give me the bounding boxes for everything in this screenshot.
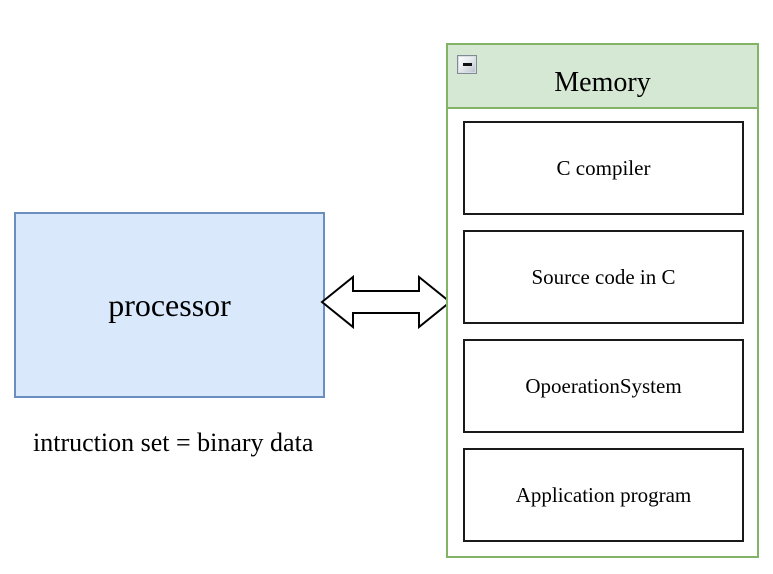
processor-box: processor (14, 212, 325, 398)
memory-title: Memory (554, 67, 651, 98)
memory-block-label: Application program (515, 482, 692, 507)
memory-block-operation-system: OpoerationSystem (463, 339, 744, 433)
memory-block-application-program: Application program (463, 448, 744, 542)
memory-block-c-compiler: C compiler (463, 121, 744, 215)
memory-block-label: C compiler (556, 155, 651, 180)
instruction-set-caption: intruction set = binary data (33, 428, 314, 457)
memory-block-source-code: Source code in C (463, 230, 744, 324)
memory-body: C compiler Source code in C OpoerationSy… (448, 109, 757, 558)
memory-header: Memory (448, 45, 757, 109)
minus-icon (462, 63, 472, 66)
memory-block-label: OpoerationSystem (525, 373, 682, 398)
processor-label: processor (108, 286, 231, 323)
processor-memory-arrow (320, 274, 452, 331)
memory-panel: Memory C compiler Source code in C Opoer… (446, 43, 759, 558)
memory-block-label: Source code in C (531, 264, 676, 289)
double-arrow-icon (320, 274, 452, 330)
collapse-button[interactable] (457, 55, 477, 74)
